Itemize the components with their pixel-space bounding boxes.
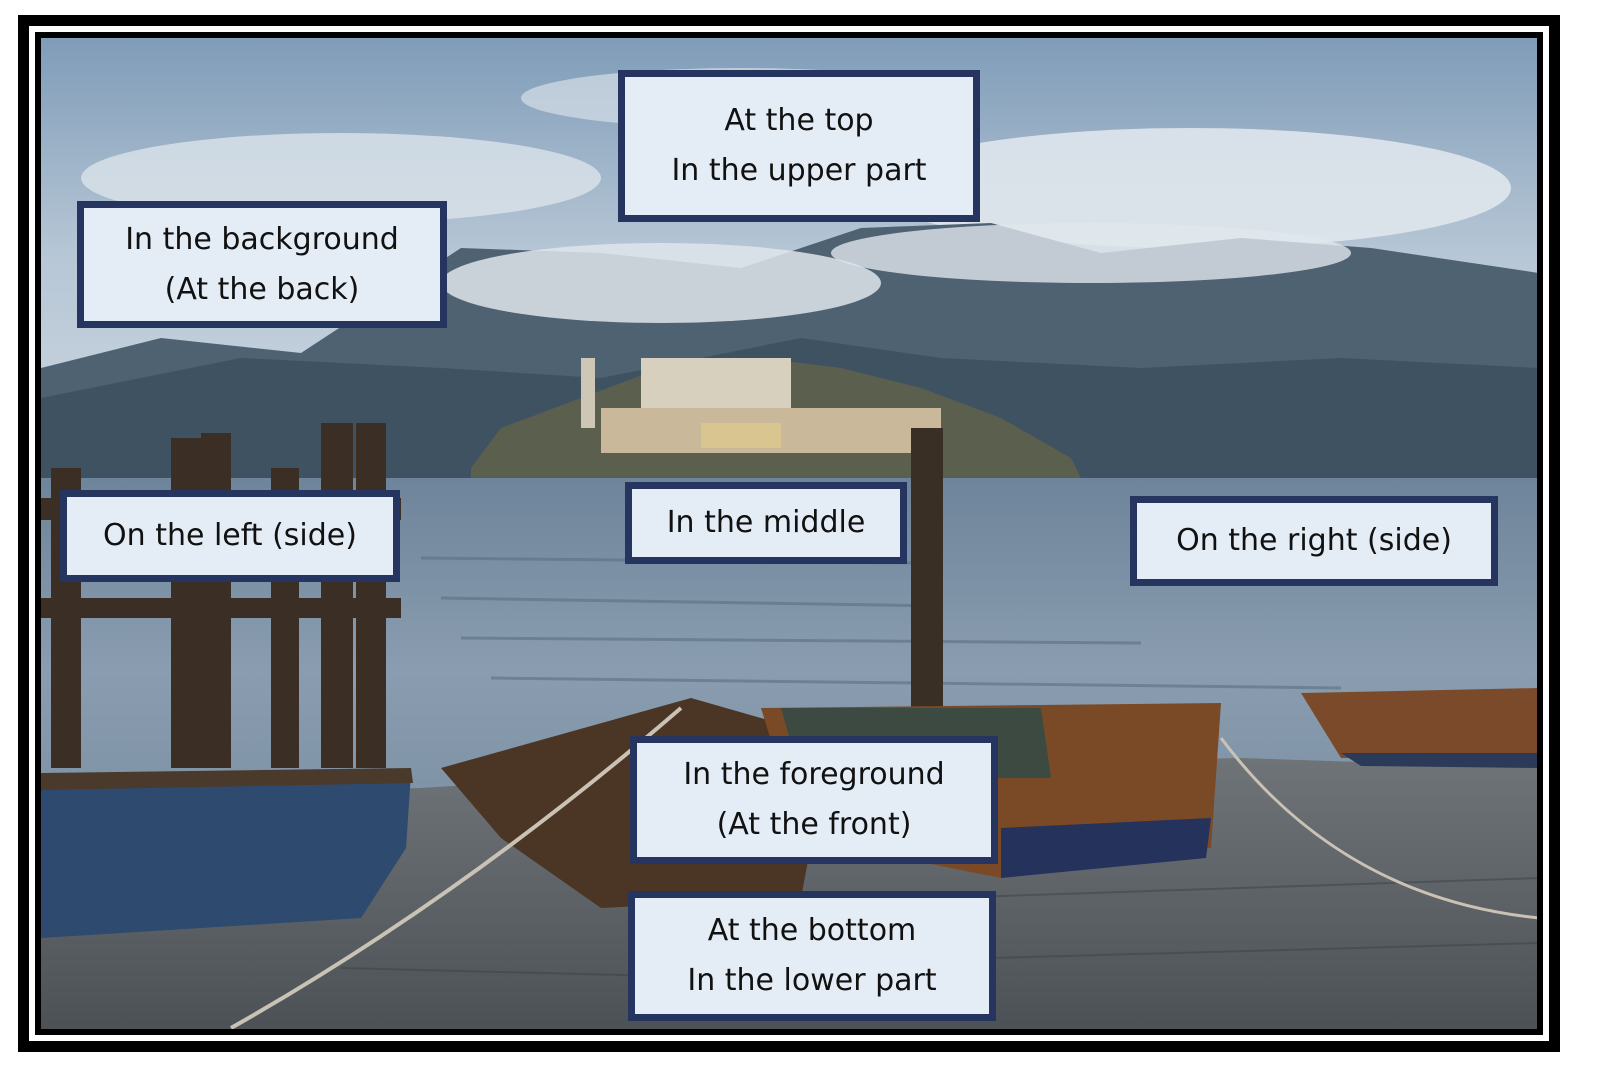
label-top-line2: In the upper part — [671, 153, 927, 188]
mooring-pole — [911, 428, 943, 718]
label-bottom-line2: In the lower part — [687, 963, 937, 998]
label-background-line2: (At the back) — [164, 271, 360, 307]
wooden-pier — [41, 423, 401, 768]
label-middle: In the middle — [625, 482, 907, 564]
label-bottom-line1: At the bottom — [707, 913, 917, 948]
blue-boat — [41, 773, 411, 938]
label-middle-line1: In the middle — [666, 505, 866, 540]
label-top-line1: At the top — [724, 103, 874, 138]
small-boat-right — [1301, 688, 1537, 758]
label-foreground: In the foreground (At the front) — [630, 736, 998, 864]
label-background: In the background (At the back) — [77, 201, 447, 328]
label-left: On the left (side) — [60, 490, 400, 582]
label-right: On the right (side) — [1130, 496, 1498, 586]
label-top: At the top In the upper part — [618, 70, 980, 222]
label-foreground-line1: In the foreground — [683, 757, 945, 792]
label-right-line1: On the right (side) — [1176, 523, 1452, 558]
label-foreground-line2: (At the front) — [716, 807, 912, 842]
label-bottom: At the bottom In the lower part — [628, 891, 996, 1021]
label-background-line1: In the background — [125, 221, 399, 257]
label-left-line1: On the left (side) — [103, 518, 357, 553]
